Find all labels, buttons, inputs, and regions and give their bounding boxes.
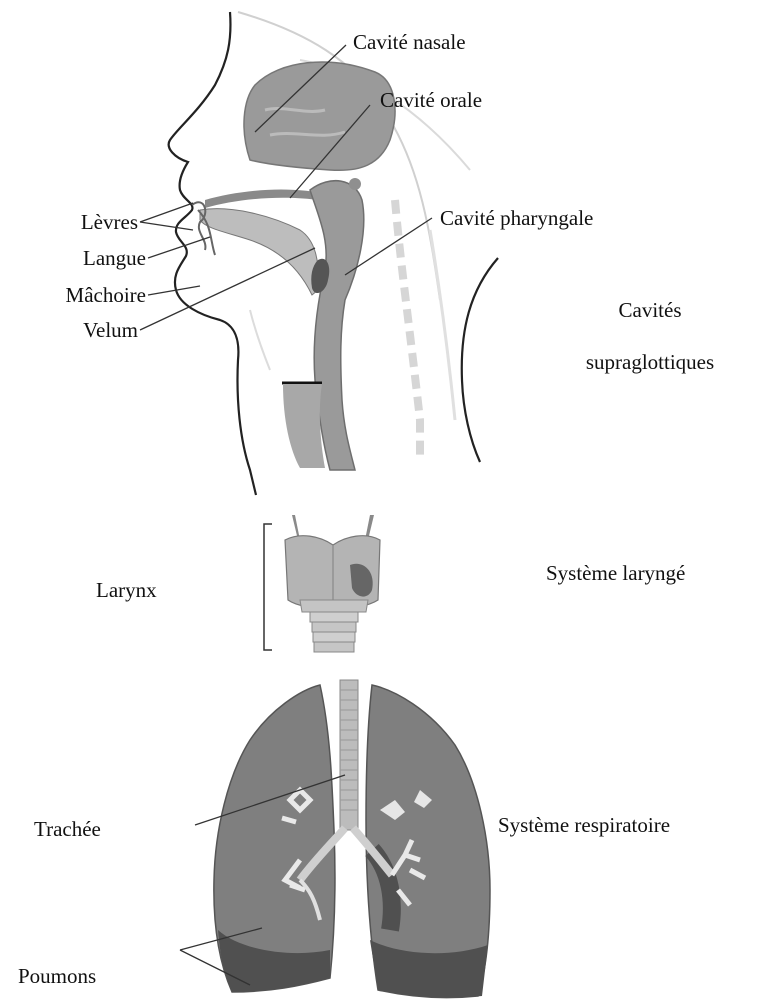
label-systeme-larynge: Système laryngé [546,563,685,584]
label-systeme-respiratoire: Système respiratoire [498,815,670,836]
head-section-illustration [169,12,498,495]
label-larynx: Larynx [96,580,157,601]
label-trachee: Trachée [34,819,101,840]
leader-machoire [148,286,200,295]
leader-levres-1 [140,203,193,222]
label-velum: Velum [20,320,138,341]
larynx-illustration [285,515,380,652]
label-cavite-orale: Cavité orale [380,90,482,111]
larynx-bracket [264,524,272,650]
label-langue: Langue [20,248,146,269]
leader-velum [140,248,315,330]
label-poumons: Poumons [18,966,96,987]
leader-levres-2 [140,222,193,230]
label-cavites: Cavités [540,300,760,321]
label-levres: Lèvres [20,212,138,233]
label-cavite-nasale: Cavité nasale [353,32,466,53]
lungs-illustration [214,680,490,998]
label-cavite-pharyngale: Cavité pharyngale [440,208,593,229]
label-machoire: Mâchoire [10,285,146,306]
label-supraglottiques: supraglottiques [540,352,760,373]
